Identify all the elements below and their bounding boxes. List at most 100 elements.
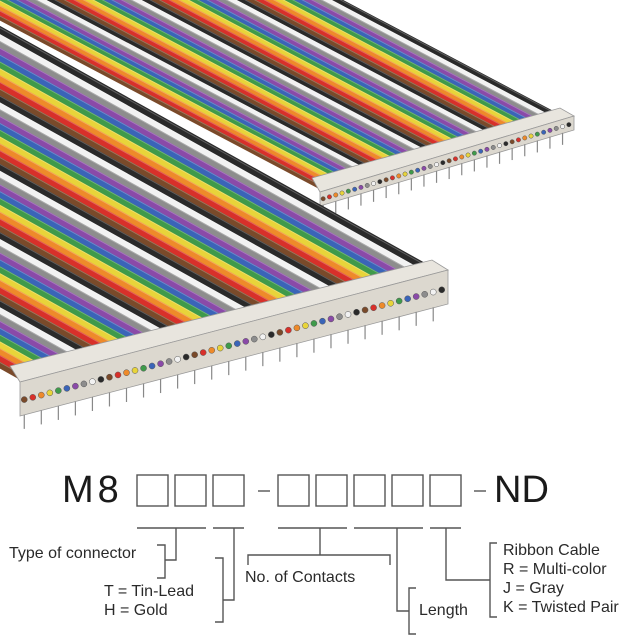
wire-end-dot [123,369,130,376]
wire [332,0,565,122]
wire-highlight [0,143,293,308]
label-plating-tin-lead: T = Tin-Lead [104,583,194,600]
wire-end-dot [251,335,258,343]
wire-end-dot [566,122,572,128]
wire-highlight [263,0,514,132]
wire-end-dot [157,360,164,368]
wire-highlight [0,136,301,306]
code-box [277,474,310,507]
wire-end-dot [438,286,446,294]
wire [18,0,360,179]
wire-highlight [120,0,421,159]
part-prefix: M8 [62,469,123,511]
wire-highlight [0,177,251,318]
wire-end-dot [402,171,408,177]
wire-highlight [272,0,520,131]
wire-highlight [0,75,377,287]
wire-highlight [0,157,276,312]
wire [0,305,92,364]
wire-end-dot [97,376,105,383]
wire [0,162,269,319]
wire-highlight [0,150,285,310]
wire-end-dot [390,175,395,181]
wire-highlight [6,0,347,180]
wire-end-dot [106,373,113,381]
code-box [315,474,348,507]
wire-highlight [196,0,471,145]
wire-highlight [0,245,166,340]
wire [0,189,235,328]
wire-highlight [0,191,234,323]
wire-highlight [0,307,90,359]
wire [0,169,261,321]
wire-end-dot [490,145,496,150]
wire-end-dot [421,291,428,298]
wire [313,0,552,125]
wire-highlight [0,40,420,276]
wire-end-dot [302,322,309,329]
wire-highlight [168,0,452,150]
code-box [429,474,462,507]
front-ribbon-cable-connector [9,259,449,429]
wire [0,292,109,359]
wire-end-dot [522,135,528,141]
wire-highlight [35,0,365,174]
wire-end-dot [165,358,173,365]
wire [0,278,126,355]
wire-end-dot [336,313,343,320]
wire-highlight [16,0,353,178]
label-ribbon-cable: Ribbon Cable [503,542,600,559]
wire [0,230,185,340]
wire-end-dot [534,131,540,137]
wire-highlight [0,197,226,325]
wire-highlight [0,211,209,329]
wire-end-dot [268,331,275,338]
wire [294,0,540,129]
wire [0,4,335,186]
wire-highlight [320,0,551,122]
wire-end-dot [377,179,383,185]
rear-ribbon-cable [0,0,565,190]
wire-end-dot [560,124,565,129]
wire [84,0,403,167]
wire [189,0,472,148]
label-ribbon-twisted-pair: K = Twisted Pair [503,599,619,616]
wire [0,9,329,188]
wire-end-dot [453,156,458,162]
wire-highlight [0,27,437,272]
wire [274,0,527,132]
wire-highlight [73,0,390,167]
wire-highlight [225,0,489,139]
wire [0,121,320,306]
label-plating-gold: H = Gold [104,602,168,619]
wire-highlight [0,81,369,289]
wire-end-dot [208,347,215,354]
wire-end-dot [225,342,233,350]
wire [56,0,385,172]
wire [255,0,515,136]
wire-end-dot [370,304,377,312]
wire-highlight [92,0,402,164]
wire-end-dot [216,344,224,352]
wire-end-dot [440,160,446,166]
code-box [174,474,207,507]
wire [0,298,100,362]
wire [0,114,328,304]
wire [160,0,453,153]
code-box [212,474,245,507]
wire-end-dot [55,387,62,394]
wire-highlight [0,170,259,316]
wire-highlight [330,0,557,120]
wire-end-dot [387,299,394,307]
wire [132,0,434,158]
code-box [391,474,424,507]
wire [0,176,252,323]
wire [0,244,168,345]
wire [0,66,387,289]
wire-end-dot [327,315,335,323]
wire-end-dot [361,306,369,314]
wire-highlight [0,273,133,348]
wire-highlight [44,0,371,173]
